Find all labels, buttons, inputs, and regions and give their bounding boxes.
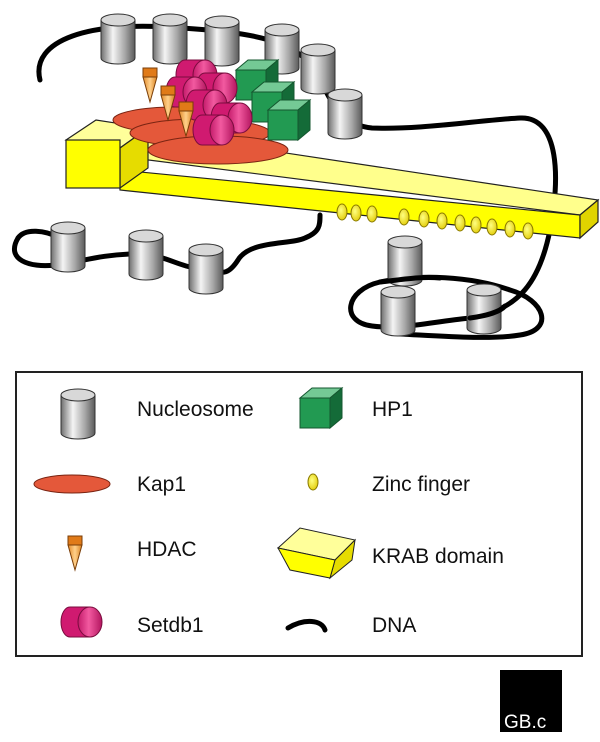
hp1-cube-icon — [299, 387, 343, 429]
zinc-finger — [522, 222, 534, 240]
nucleosome — [188, 243, 224, 295]
legend-label-setdb1: Setdb1 — [137, 614, 204, 637]
zinc-finger — [418, 210, 430, 228]
hdac — [142, 67, 158, 103]
nucleosome — [128, 229, 164, 281]
zinc-finger — [398, 208, 410, 226]
zinc-finger — [366, 205, 378, 223]
nucleosome-cluster-left — [50, 221, 224, 295]
legend-label-nucleosome: Nucleosome — [137, 398, 254, 421]
hp1-cube — [267, 99, 311, 141]
gb-logo: GB.c — [500, 670, 562, 733]
zinc-finger — [454, 214, 466, 232]
kap1-disc-icon — [33, 474, 111, 494]
dna-line-icon — [285, 619, 328, 633]
legend-label-kap1: Kap1 — [137, 473, 186, 496]
nucleosome-icon — [60, 388, 96, 440]
dna-wrap-front-2 — [467, 303, 508, 321]
nucleosome — [327, 88, 363, 140]
legend-label-krab-domain: KRAB domain — [372, 545, 504, 568]
setdb1-cylinder-icon — [60, 606, 103, 638]
zinc-finger — [486, 218, 498, 236]
zinc-finger-icon — [307, 473, 319, 491]
setdb1 — [192, 114, 235, 146]
legend-label-hp1: HP1 — [372, 398, 413, 421]
legend-box — [15, 371, 583, 657]
dna-wrap-front — [377, 275, 443, 285]
nucleosome — [50, 221, 86, 273]
nucleosome — [300, 43, 336, 95]
logo-text: GB.c — [504, 712, 546, 733]
krab-box-icon — [276, 527, 357, 580]
zinc-finger — [350, 204, 362, 222]
nucleosome — [204, 15, 240, 67]
legend-label-dna: DNA — [372, 614, 416, 637]
legend-label-zinc-finger: Zinc finger — [372, 473, 470, 496]
zinc-finger — [336, 203, 348, 221]
nucleosome — [380, 285, 416, 337]
nucleosome — [100, 13, 136, 65]
zinc-finger — [470, 216, 482, 234]
nucleosome — [152, 13, 188, 65]
zinc-finger — [436, 212, 448, 230]
nucleosome — [466, 283, 502, 335]
zinc-finger — [504, 220, 516, 238]
legend-label-hdac: HDAC — [137, 538, 197, 561]
